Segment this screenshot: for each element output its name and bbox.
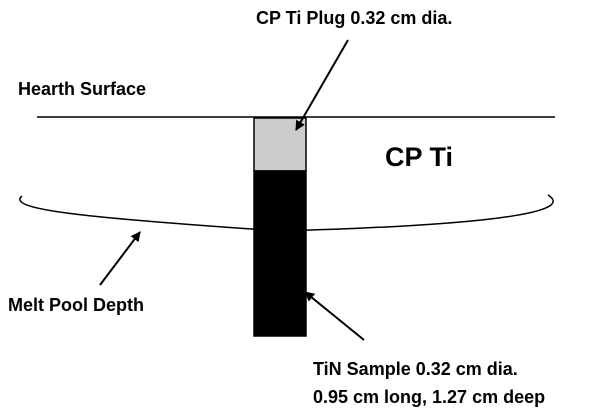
material-label: CP Ti xyxy=(385,142,453,172)
hearth-surface-label: Hearth Surface xyxy=(18,79,146,99)
plug-arrow xyxy=(295,39,349,131)
sample-label-line1: TiN Sample 0.32 cm dia. xyxy=(313,359,518,379)
plug-label: CP Ti Plug 0.32 cm dia. xyxy=(256,8,452,28)
sample-arrow xyxy=(304,291,365,341)
sample-label-line2: 0.95 cm long, 1.27 cm deep xyxy=(313,387,545,407)
melt-pool-arrow xyxy=(99,231,141,286)
melt-pool-label: Melt Pool Depth xyxy=(8,295,144,315)
tin-sample xyxy=(253,170,307,337)
